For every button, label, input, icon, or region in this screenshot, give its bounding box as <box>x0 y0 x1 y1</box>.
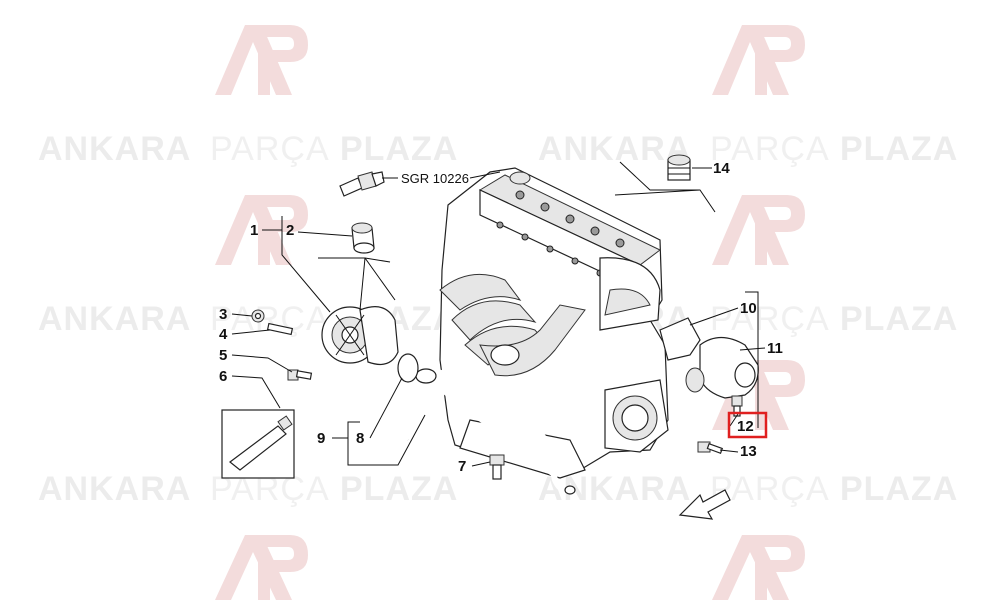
bolt-part-13 <box>697 441 724 454</box>
watermark-word-a: ANKARA <box>38 470 191 508</box>
watermark-word-c: PLAZA <box>840 300 958 338</box>
o-ring-part-8 <box>397 353 419 383</box>
bushing-part-2 <box>351 222 375 254</box>
watermark-word-b: PARÇA <box>210 130 330 168</box>
watermark-word-b: PARÇA <box>710 470 830 508</box>
gasket-part-10 <box>659 317 701 361</box>
leader-lines <box>231 161 766 467</box>
coolant-pipe <box>401 368 576 495</box>
watermark-word-a: ANKARA <box>538 130 691 168</box>
water-pump <box>321 306 399 365</box>
highlight-box <box>727 411 768 439</box>
callout-2: 2 <box>286 222 294 239</box>
exhaust-manifold <box>439 273 586 377</box>
watermark-word-c: PLAZA <box>840 130 958 168</box>
watermark-word-b: PARÇA <box>210 300 330 338</box>
callout-11: 11 <box>767 340 783 357</box>
screw-part-5 <box>287 369 313 381</box>
callout-10: 10 <box>740 300 757 317</box>
watermark-word-c: PLAZA <box>340 130 458 168</box>
stud-part-4 <box>266 322 294 336</box>
watermark-word-a: ANKARA <box>38 300 191 338</box>
watermark-logo <box>215 535 308 600</box>
callout-6: 6 <box>219 368 227 385</box>
plug-part-7 <box>489 454 505 480</box>
watermark-word-c: PLAZA <box>340 470 458 508</box>
callout-14: 14 <box>713 160 730 177</box>
sealant-tube-part-6 <box>221 409 295 479</box>
nut-part-3 <box>251 309 265 323</box>
reference-code: SGR 10226 <box>401 171 469 186</box>
callout-4: 4 <box>219 326 228 343</box>
engine-block <box>439 167 669 479</box>
callout-labels: 1 2 3 4 5 6 7 8 9 10 11 13 14 12 SGR 102… <box>219 160 783 475</box>
thermostat-housing-part-11 <box>685 336 759 399</box>
callout-3: 3 <box>219 306 227 323</box>
temperature-sensor <box>339 171 385 197</box>
watermark-logo <box>712 535 805 600</box>
callout-1: 1 <box>250 222 258 239</box>
watermark-logo <box>215 25 308 95</box>
watermark-word-b: PARÇA <box>710 130 830 168</box>
watermark-logo <box>215 195 308 265</box>
callout-8: 8 <box>356 430 364 447</box>
callout-7: 7 <box>458 458 466 475</box>
watermark-word-a: ANKARA <box>38 130 191 168</box>
cap-part-14 <box>667 154 691 181</box>
direction-arrow <box>678 489 731 520</box>
watermark-logo <box>712 195 805 265</box>
callout-9: 9 <box>317 430 325 447</box>
callout-12: 12 <box>737 418 754 435</box>
watermark-word-b: PARÇA <box>710 300 830 338</box>
watermark-word-c: PLAZA <box>840 470 958 508</box>
callout-5: 5 <box>219 347 227 364</box>
watermark-logo <box>712 25 805 95</box>
callout-13: 13 <box>740 443 757 460</box>
